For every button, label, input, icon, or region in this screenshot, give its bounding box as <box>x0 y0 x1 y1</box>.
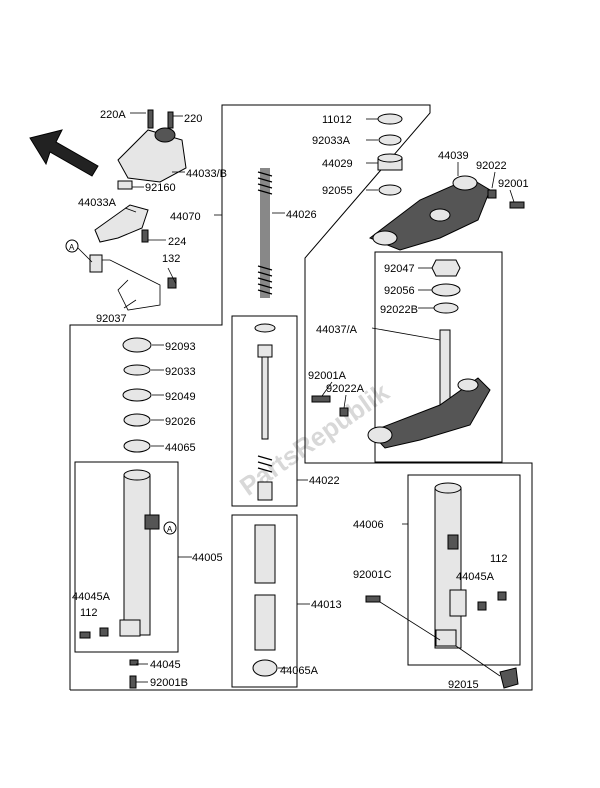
label-92047: 92047 <box>384 263 415 275</box>
label-220A: 220A <box>100 109 126 121</box>
svg-text:A: A <box>167 525 173 534</box>
label-92022: 92022 <box>476 160 507 172</box>
label-92055: 92055 <box>322 185 353 197</box>
label-92160: 92160 <box>145 182 176 194</box>
label-92033: 92033 <box>165 366 196 378</box>
label-112-right: 112 <box>490 553 508 565</box>
right-fork-outer-tube-part <box>365 482 519 689</box>
label-92026: 92026 <box>165 416 196 428</box>
top-cap-parts <box>377 113 403 196</box>
label-92015: 92015 <box>448 679 479 691</box>
callout-a-circle-top: A <box>65 239 93 263</box>
label-92022B: 92022B <box>380 304 418 316</box>
label-11012: 11012 <box>322 114 352 126</box>
label-92056: 92056 <box>384 285 415 297</box>
steering-stem-parts <box>311 259 491 449</box>
label-92001A: 92001A <box>308 370 347 382</box>
label-44033B: 44033/B <box>186 168 227 180</box>
label-92001: 92001 <box>498 178 529 190</box>
damper-rod-part <box>254 323 276 501</box>
label-44022: 44022 <box>309 475 340 487</box>
clamp-bracket-part <box>94 204 149 243</box>
label-44029: 44029 <box>322 158 353 170</box>
label-44005: 44005 <box>192 552 223 564</box>
label-112-left: 112 <box>80 607 98 619</box>
fork-spring-upper-part <box>257 168 273 298</box>
upper-triple-clamp-part <box>368 175 525 251</box>
label-92093: 92093 <box>165 341 196 353</box>
label-44037A: 44037/A <box>316 324 358 336</box>
label-44070: 44070 <box>170 211 201 223</box>
label-92037: 92037 <box>96 313 127 325</box>
label-44045A-left: 44045A <box>72 591 111 603</box>
assembly-outline-boxes <box>69 104 533 691</box>
label-44045: 44045 <box>150 659 181 671</box>
handlebar-bracket-part <box>117 109 187 190</box>
label-44065: 44065 <box>165 442 196 454</box>
front-direction-arrow <box>29 129 99 177</box>
fork-seal-parts <box>122 337 152 453</box>
svg-text:A: A <box>69 243 75 252</box>
label-92049: 92049 <box>165 391 196 403</box>
label-224: 224 <box>168 236 186 248</box>
label-44065A: 44065A <box>280 665 319 677</box>
brake-hose-bracket-part <box>89 254 177 311</box>
label-44039: 44039 <box>438 150 469 162</box>
label-220: 220 <box>184 113 202 125</box>
leader-lines <box>123 112 515 683</box>
label-132: 132 <box>162 253 180 265</box>
label-44026: 44026 <box>286 209 317 221</box>
label-44045A-right: 44045A <box>456 571 495 583</box>
label-44033A: 44033A <box>78 197 117 209</box>
label-44013: 44013 <box>311 599 342 611</box>
label-92001B: 92001B <box>150 677 188 689</box>
label-92022A: 92022A <box>326 383 365 395</box>
left-fork-outer-tube-part: A <box>79 469 177 689</box>
fork-cylinder-part <box>252 524 278 677</box>
label-44006: 44006 <box>353 519 384 531</box>
label-92001C: 92001C <box>353 569 392 581</box>
part-number-labels: 220A 220 44033/B 92160 44033A 224 132 92… <box>72 109 529 691</box>
label-92033A: 92033A <box>312 135 351 147</box>
